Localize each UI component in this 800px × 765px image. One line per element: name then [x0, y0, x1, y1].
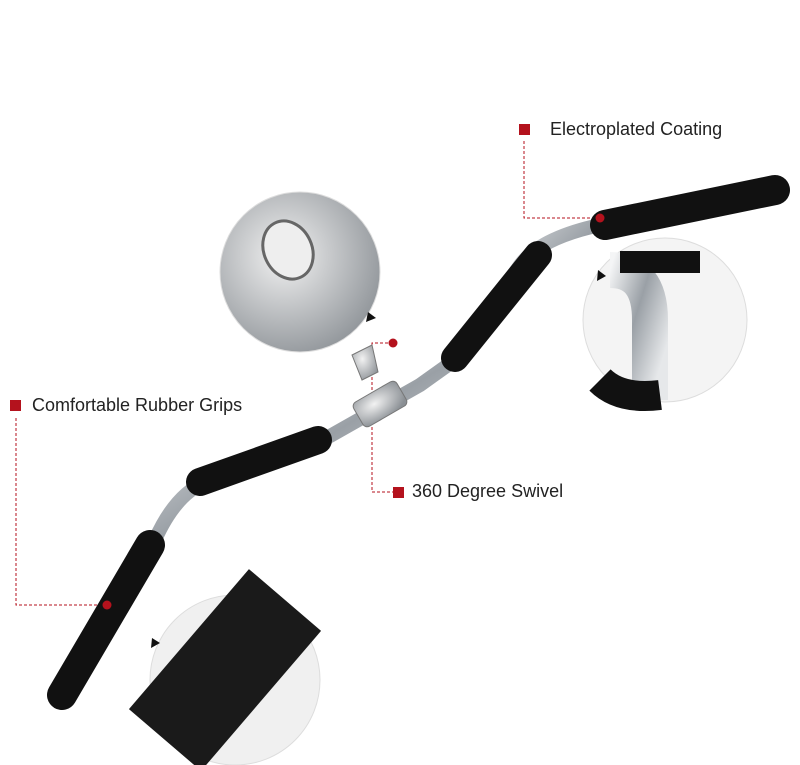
detail-grip-closeup	[128, 569, 322, 765]
callout-electroplated-coating: Electroplated Coating	[550, 119, 723, 139]
grip-right-end	[590, 175, 790, 240]
swivel	[351, 344, 408, 428]
callout-swivel: 360 Degree Swivel	[412, 481, 564, 501]
bullet-icon	[393, 487, 404, 498]
detail-chrome-closeup	[582, 237, 748, 411]
callout-dot-swivel	[388, 338, 398, 348]
callout-dot-coating	[595, 213, 605, 223]
callout-rubber-grips: Comfortable Rubber Grips	[32, 395, 243, 415]
bar	[47, 175, 790, 710]
grip-right-mid	[441, 241, 552, 372]
bullet-icon	[519, 124, 530, 135]
detail-swivel-closeup	[219, 191, 381, 353]
grip-left-end	[47, 530, 165, 710]
callout-dot-grips	[102, 600, 112, 610]
bullet-icon	[10, 400, 21, 411]
grip-left-mid	[186, 426, 332, 496]
